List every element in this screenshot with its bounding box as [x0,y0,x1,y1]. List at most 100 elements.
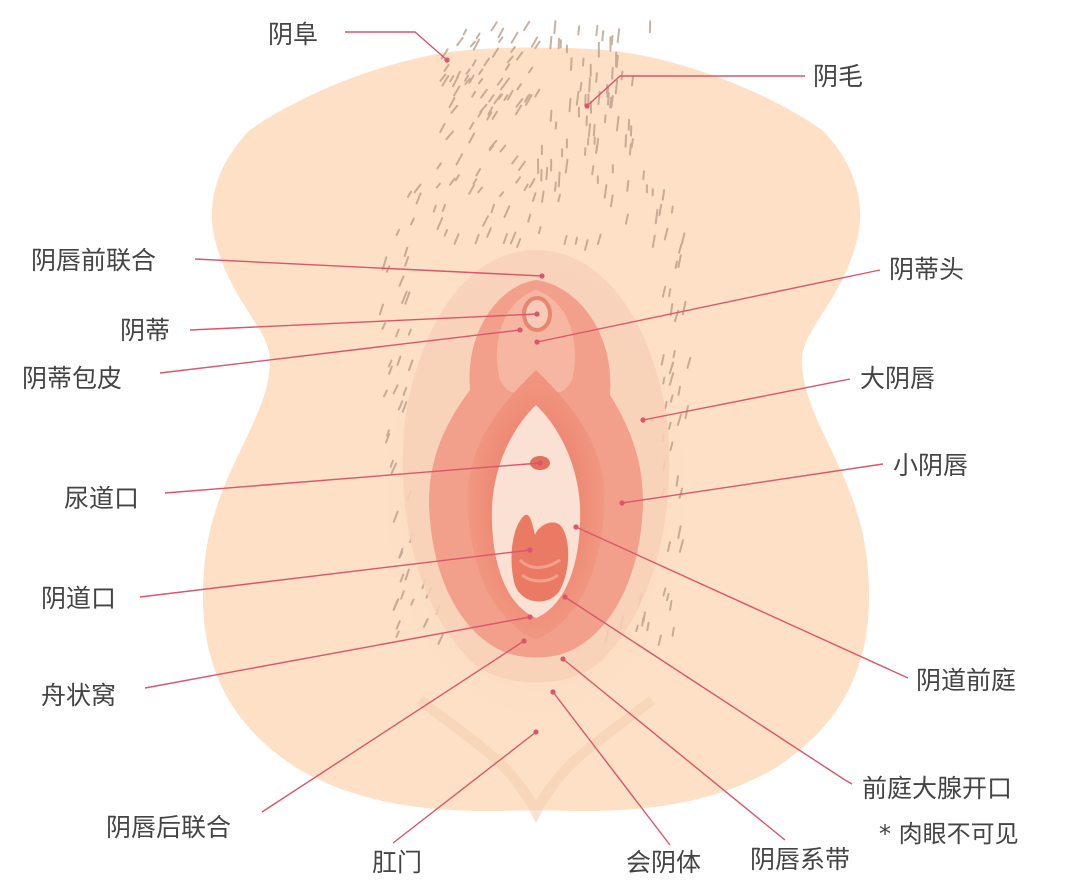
hair-stroke [441,203,446,212]
hair-stroke [395,620,401,630]
hair-stroke [663,227,669,241]
hair-stroke [401,401,408,413]
hair-stroke [407,190,412,198]
leader-line-glans-clitoris [536,269,881,343]
hair-stroke [611,67,614,80]
leader-dot-fossa-navicularis [527,614,533,620]
hair-stroke [516,51,524,61]
label-mons-pubis: 阴阜 [268,20,319,49]
leader-line-pubic-hair [586,75,805,107]
hair-stroke [595,72,598,83]
hair-stroke [651,234,656,248]
leader-dot-labia-minora [619,500,625,506]
hair-stroke [388,365,393,375]
hair-stroke [677,254,682,268]
hair-stroke [575,90,580,106]
hair-stroke [468,74,475,84]
hair-stroke [524,93,531,103]
hair-stroke [477,110,483,118]
hair-stroke [408,359,414,371]
hair-stroke [662,587,667,597]
hair-stroke [523,20,531,31]
hair-stroke [595,24,599,37]
hair-stroke [506,89,514,101]
hair-stroke [616,116,620,132]
hair-stroke [564,158,569,174]
hair-stroke [477,186,484,194]
hair-stroke [534,40,541,49]
hair-stroke [532,192,537,202]
hair-stroke [527,213,532,223]
label-anterior-commissure: 阴唇前联合 [31,246,157,275]
hair-stroke [574,236,578,245]
hair-stroke [604,114,607,124]
hair-stroke [465,68,471,75]
hair-stroke [603,184,608,199]
hair-stroke [675,475,679,487]
hair-stroke [596,233,602,246]
hair-stroke [665,593,670,602]
hair-stroke [657,634,662,646]
hair-stroke [654,208,659,225]
leader-line-anterior-commissure [194,258,543,277]
hair-stroke [490,21,498,32]
hair-stroke [401,290,408,304]
hair-stroke [616,28,621,44]
hair-stroke [646,621,650,632]
leader-dot-vestibule [573,524,579,530]
hair-stroke [515,98,524,108]
hair-stroke [534,88,541,98]
hair-stroke [475,168,482,177]
hair-stroke [658,203,663,217]
leader-line-labia-majora [642,378,851,421]
hair-stroke [582,57,585,67]
hair-stroke [686,356,692,369]
hair-stroke [553,20,557,35]
leader-dot-anus [533,729,539,735]
hair-stroke [525,94,533,106]
hair-stroke [642,611,646,623]
vaginal-opening-shape [511,514,569,602]
hair-stroke [624,134,628,148]
hair-stroke [436,162,442,170]
hair-stroke [523,183,529,192]
label-clitoral-hood: 阴蒂包皮 [22,364,123,393]
hair-stroke [396,355,402,366]
hair-stroke [480,88,488,99]
hair-stroke [500,83,506,91]
leader-line-mons-pubis [345,31,448,61]
leader-dot-bartholin-opening [562,594,568,600]
hair-stroke [591,165,595,176]
label-urethral-opening: 尿道口 [64,484,140,513]
leader-lines [139,31,909,846]
hair-stroke [378,303,384,316]
hair-stroke [449,75,455,83]
hair-stroke [668,361,675,375]
hair-stroke [488,94,495,103]
leader-line-vestibule [575,526,909,679]
hair-stroke [669,600,673,611]
hair-stroke [642,170,645,181]
leader-dot-labia-majora [640,417,646,423]
hair-stroke [490,203,495,214]
hair-stroke [462,28,468,36]
label-clitoris: 阴蒂 [120,316,171,345]
leader-dot-anterior-commissure [539,273,545,279]
hair-stroke [538,226,542,235]
leader-dot-urethral-opening [537,460,543,466]
label-pubic-hair: 阴毛 [813,62,864,91]
hair-stroke [482,215,489,227]
hair-stroke [423,618,429,628]
hair-stroke [432,204,437,213]
leader-dot-perineum [550,689,556,695]
hair-stroke [610,35,614,46]
hair-stroke [549,109,553,122]
hair-stroke [487,106,494,116]
hair-stroke [387,359,393,368]
hair-stroke [464,77,471,85]
hair-stroke [530,178,536,185]
hair-stroke [677,525,682,539]
hair-stroke [630,138,634,148]
hair-stroke [400,590,405,600]
hair-stroke [453,233,460,245]
